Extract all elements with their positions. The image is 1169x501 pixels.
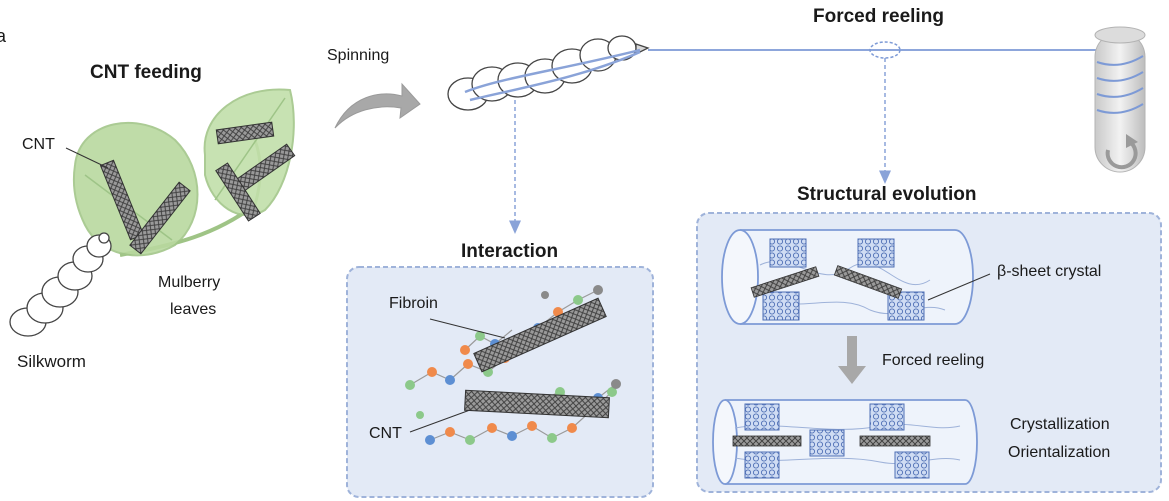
label-crystallization: Crystallization [1010,416,1110,433]
cnt-tubes-interaction [464,297,610,419]
silkworm-icon [9,232,112,337]
title-structural-evolution: Structural evolution [797,184,977,205]
forced-reeling-down-arrow [838,336,866,384]
label-fibroin: Fibroin [389,295,438,312]
reeling-focus-ellipse [869,41,901,59]
fibroin-leader-line [429,318,506,339]
title-interaction: Interaction [461,241,559,262]
label-mulberry-line2: leaves [170,301,217,318]
title-forced-reeling: Forced reeling [813,6,944,27]
spinning-arrow [334,82,421,129]
label-forced-reeling-step: Forced reeling [882,352,985,369]
label-spinning: Spinning [327,47,390,64]
cnt-leader-line [65,147,109,169]
label-orientalization: Orientalization [1008,444,1111,461]
beta-sheet-leader-line [927,273,991,301]
label-cnt-leaf: CNT [22,136,55,153]
cnt-interaction-leader-line [409,409,471,433]
label-cnt-interaction: CNT [369,425,402,442]
label-beta-sheet-crystal: β-sheet crystal [997,263,1102,280]
spinning-silkworm-icon [447,35,650,111]
label-mulberry-line1: Mulberry [158,274,221,291]
silk-gland [464,48,641,102]
reeling-spool-icon [1094,26,1146,173]
aligned-crystals-after [732,403,931,479]
panel-letter: a [0,26,7,46]
label-silkworm: Silkworm [17,352,86,371]
mulberry-leaves [72,88,295,257]
cnt-on-leaves [99,121,296,255]
title-cnt-feeding: CNT feeding [90,62,202,83]
beta-sheet-crystals-before [750,238,925,321]
